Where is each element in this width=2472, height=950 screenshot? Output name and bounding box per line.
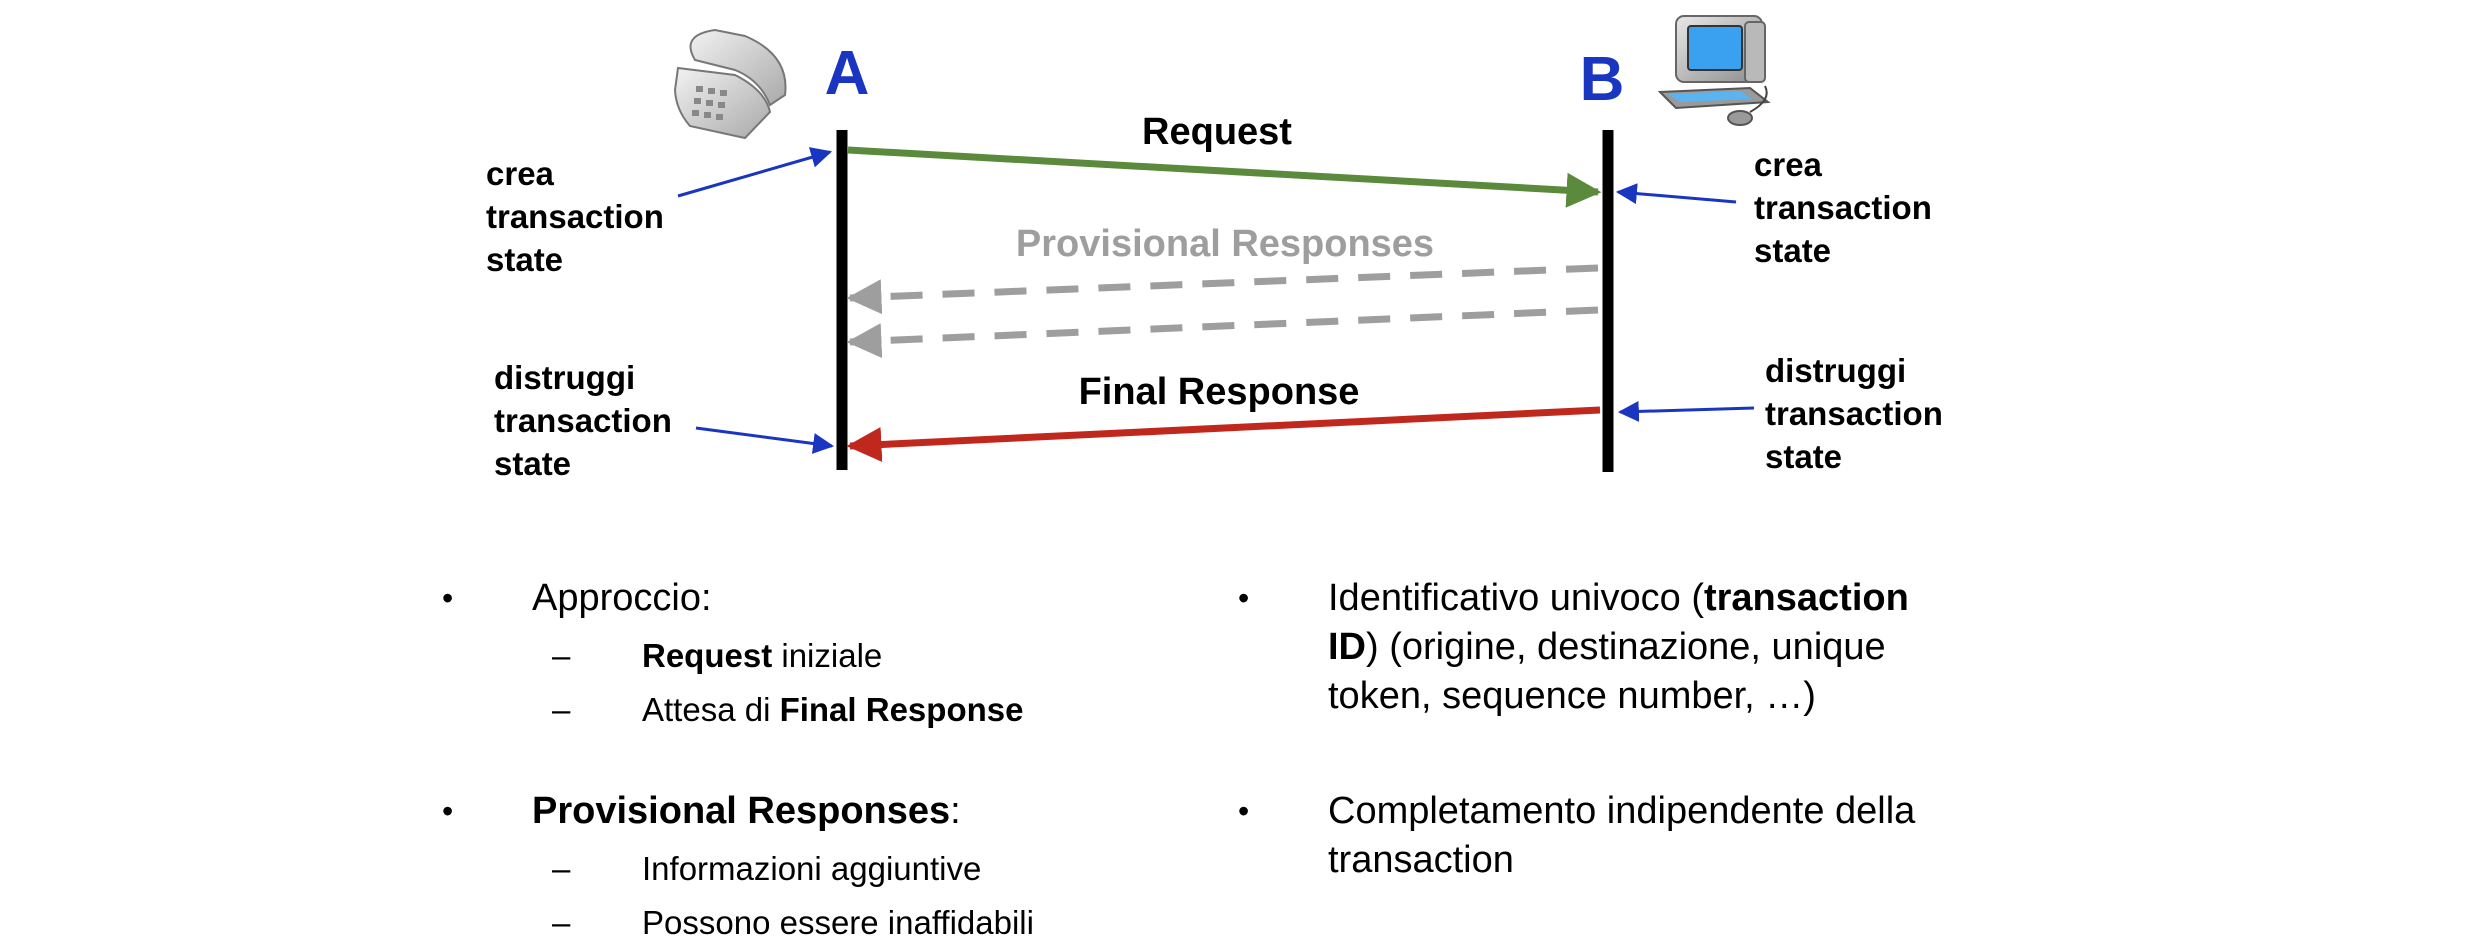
- telephone-icon: [673, 28, 787, 140]
- provisional-label: Provisional Responses: [1015, 223, 1435, 265]
- bullet-glyph: •: [442, 580, 454, 616]
- request-label: Request: [1142, 111, 1292, 153]
- right-bullet-list: • Identificativo univoco (transaction ID…: [1238, 574, 1998, 885]
- sub-item-unreliable: – Possono essere inaffidabili: [442, 896, 1142, 950]
- note-line: state: [486, 241, 564, 278]
- bullet-identificativo: • Identificativo univoco (transaction ID…: [1238, 574, 1998, 721]
- bullet-text: Completamento indipendente della: [1328, 790, 1916, 832]
- note-line: state: [494, 445, 572, 482]
- bullet-text: token, sequence number, …): [1328, 675, 1816, 717]
- left-bullet-list: • Approccio: – Request iniziale – Attesa…: [442, 574, 1142, 950]
- bullet-glyph: •: [1238, 580, 1250, 616]
- sub-item-request: – Request iniziale: [442, 629, 1142, 683]
- bullet-glyph: •: [1238, 793, 1250, 829]
- bullet-bold: transaction: [1703, 577, 1909, 619]
- left-destroy-pointer: [695, 426, 835, 454]
- note-line: crea: [1754, 146, 1822, 183]
- sub-text: iniziale: [772, 637, 883, 674]
- bullet-text: :: [950, 790, 961, 832]
- left-create-pointer: [677, 147, 833, 198]
- bullet-bold: Provisional Responses: [532, 790, 951, 832]
- note-line: transaction: [1765, 395, 1943, 432]
- note-line: state: [1754, 232, 1832, 269]
- final-response-label: Final Response: [1078, 371, 1360, 413]
- note-line: distruggi: [1765, 352, 1907, 389]
- sub-text: Possono essere inaffidabili: [642, 904, 1034, 941]
- note-left-destroy: distruggi transaction state: [494, 356, 672, 485]
- note-right-destroy: distruggi transaction state: [1765, 349, 1943, 478]
- note-line: transaction: [486, 198, 664, 235]
- bullet-text: ) (origine, destinazione, unique: [1366, 626, 1886, 668]
- sub-text: Attesa di: [642, 691, 780, 728]
- sub-text: Informazioni aggiuntive: [642, 850, 982, 887]
- computer-icon: [1657, 15, 1771, 126]
- dash-glyph: –: [552, 637, 571, 674]
- provisional-arrow-1: [846, 264, 1599, 315]
- sub-item-info: – Informazioni aggiuntive: [442, 842, 1142, 896]
- right-create-pointer: [1615, 183, 1737, 205]
- bullet-text: transaction: [1328, 839, 1514, 881]
- provisional-arrow-2: [846, 306, 1599, 359]
- sub-bold: Final Response: [779, 691, 1024, 728]
- bullet-approccio: • Approccio:: [442, 574, 1142, 629]
- note-left-create: crea transaction state: [486, 152, 664, 281]
- note-line: distruggi: [494, 359, 636, 396]
- note-line: transaction: [494, 402, 672, 439]
- endpoint-b-label: B: [1580, 45, 1625, 114]
- dash-glyph: –: [552, 850, 571, 887]
- endpoint-a-label: A: [825, 39, 870, 108]
- bullet-glyph: •: [442, 793, 454, 829]
- right-destroy-pointer: [1617, 400, 1755, 422]
- final-response-arrow: [846, 406, 1601, 462]
- note-line: state: [1765, 438, 1843, 475]
- note-line: crea: [486, 155, 554, 192]
- note-right-create: crea transaction state: [1754, 143, 1932, 272]
- bullet-bold: ID: [1328, 626, 1366, 668]
- bullet-provisional: • Provisional Responses:: [442, 787, 1142, 842]
- bullet-completamento: • Completamento indipendente della trans…: [1238, 787, 1998, 885]
- bullet-text: Identificativo univoco (: [1328, 577, 1704, 619]
- sub-item-final: – Attesa di Final Response: [442, 683, 1142, 737]
- dash-glyph: –: [552, 691, 571, 728]
- bullet-text: Approccio:: [532, 577, 712, 619]
- request-arrow: [847, 146, 1602, 208]
- sub-bold: Request: [642, 637, 773, 674]
- dash-glyph: –: [552, 904, 571, 941]
- note-line: transaction: [1754, 189, 1932, 226]
